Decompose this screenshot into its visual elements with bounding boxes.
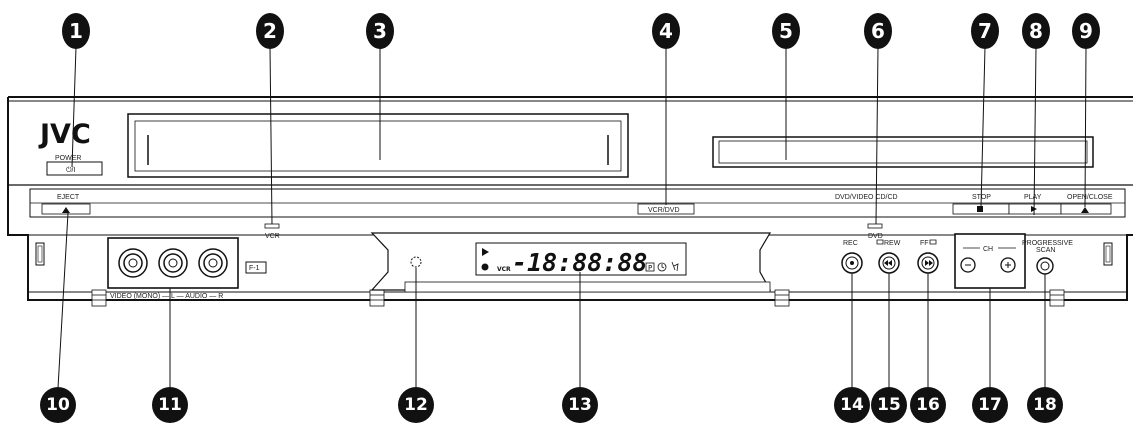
progressive-scan-label-line2: SCAN bbox=[1036, 247, 1055, 254]
f1-label: F-1 bbox=[249, 265, 260, 272]
progressive-scan-label-line1: PROGRESSIVE bbox=[1022, 240, 1073, 247]
dvd-disc-tray bbox=[712, 136, 1094, 168]
callout-2: 2 bbox=[256, 13, 284, 49]
svg-text:8: 8 bbox=[1029, 19, 1043, 43]
stop-icon bbox=[977, 206, 983, 212]
dvd-label: DVD bbox=[868, 233, 883, 240]
channel-up-button[interactable] bbox=[1000, 257, 1016, 273]
callout-15: 15 bbox=[871, 387, 907, 423]
vcr-dvd-label: VCR/DVD bbox=[648, 207, 680, 214]
svg-text:3: 3 bbox=[373, 19, 387, 43]
callout-18: 18 bbox=[1027, 387, 1063, 423]
ff-button[interactable] bbox=[917, 252, 939, 274]
callout-14: 14 bbox=[834, 387, 870, 423]
svg-text:15: 15 bbox=[877, 395, 901, 415]
rec-label: REC bbox=[843, 240, 858, 247]
f1-badge bbox=[245, 261, 267, 274]
callout-3: 3 bbox=[366, 13, 394, 49]
rewind-icon bbox=[884, 260, 892, 266]
ff-label: FF bbox=[920, 240, 929, 247]
callout-leader-lines bbox=[57, 46, 1087, 389]
callout-12: 12 bbox=[398, 387, 434, 423]
display-p-icon bbox=[645, 262, 655, 272]
right-side-vent bbox=[1103, 242, 1113, 266]
display-timer-icon bbox=[657, 262, 667, 272]
svg-text:14: 14 bbox=[840, 395, 864, 415]
display-dub-icon bbox=[671, 261, 679, 272]
av-jack-label: VIDEO (MONO) — L — AUDIO — R bbox=[110, 293, 223, 300]
svg-text:1: 1 bbox=[69, 19, 83, 43]
rew-tape-icon bbox=[876, 239, 884, 245]
svg-text:10: 10 bbox=[46, 395, 70, 415]
audio-right-jack[interactable] bbox=[198, 248, 228, 278]
open-close-label: OPEN/CLOSE bbox=[1067, 194, 1113, 201]
svg-text:13: 13 bbox=[568, 395, 592, 415]
callout-7: 7 bbox=[971, 13, 999, 49]
power-button[interactable] bbox=[46, 161, 103, 176]
audio-left-jack[interactable] bbox=[158, 248, 188, 278]
callout-5: 5 bbox=[772, 13, 800, 49]
callout-13: 13 bbox=[562, 387, 598, 423]
eject-icon bbox=[62, 207, 70, 213]
svg-text:4: 4 bbox=[659, 19, 673, 43]
eject-label: EJECT bbox=[57, 194, 80, 201]
svg-text:17: 17 bbox=[978, 395, 1002, 415]
ch-label: CH bbox=[983, 246, 993, 253]
svg-text:16: 16 bbox=[916, 395, 940, 415]
display-rec-indicator-icon bbox=[481, 263, 489, 271]
dvd-video-cd-label: DVD/VIDEO CD/CD bbox=[835, 194, 898, 201]
progressive-scan-button[interactable] bbox=[1036, 257, 1054, 275]
power-symbol: ⏻/I bbox=[66, 166, 75, 174]
display-p-letter: P bbox=[648, 264, 652, 272]
display-play-indicator-icon bbox=[482, 248, 489, 256]
rew-button[interactable] bbox=[878, 252, 900, 274]
callout-9: 9 bbox=[1072, 13, 1100, 49]
play-label: PLAY bbox=[1024, 194, 1042, 201]
svg-text:7: 7 bbox=[978, 19, 992, 43]
svg-text:18: 18 bbox=[1033, 395, 1057, 415]
fast-forward-icon bbox=[925, 260, 933, 266]
open-close-icon bbox=[1081, 207, 1089, 213]
ff-tape-icon bbox=[929, 239, 937, 245]
rec-button[interactable] bbox=[841, 252, 863, 274]
vcr-cassette-slot bbox=[127, 113, 629, 178]
svg-text:2: 2 bbox=[263, 19, 277, 43]
power-label: POWER bbox=[55, 155, 81, 162]
callout-17: 17 bbox=[972, 387, 1008, 423]
svg-text:11: 11 bbox=[158, 395, 182, 415]
callout-4: 4 bbox=[652, 13, 680, 49]
svg-text:5: 5 bbox=[779, 19, 793, 43]
display-vcr-tag: VCR bbox=[497, 266, 511, 273]
callout-11: 11 bbox=[152, 387, 188, 423]
left-side-vent bbox=[35, 242, 45, 266]
rew-label: REW bbox=[884, 240, 901, 247]
callout-6: 6 bbox=[864, 13, 892, 49]
svg-text:6: 6 bbox=[871, 19, 885, 43]
vcr-label: VCR bbox=[265, 233, 280, 240]
video-jack[interactable] bbox=[118, 248, 148, 278]
svg-text:12: 12 bbox=[404, 395, 428, 415]
dvd-indicator-led bbox=[867, 223, 883, 229]
jvc-logo: JVC bbox=[38, 119, 91, 150]
callout-1: 1 bbox=[62, 13, 90, 49]
callout-10: 10 bbox=[40, 387, 76, 423]
svg-text:9: 9 bbox=[1079, 19, 1093, 43]
remote-sensor bbox=[410, 256, 422, 268]
callout-16: 16 bbox=[910, 387, 946, 423]
vcr-indicator-led bbox=[264, 223, 280, 229]
callout-8: 8 bbox=[1022, 13, 1050, 49]
channel-down-button[interactable] bbox=[960, 257, 976, 273]
